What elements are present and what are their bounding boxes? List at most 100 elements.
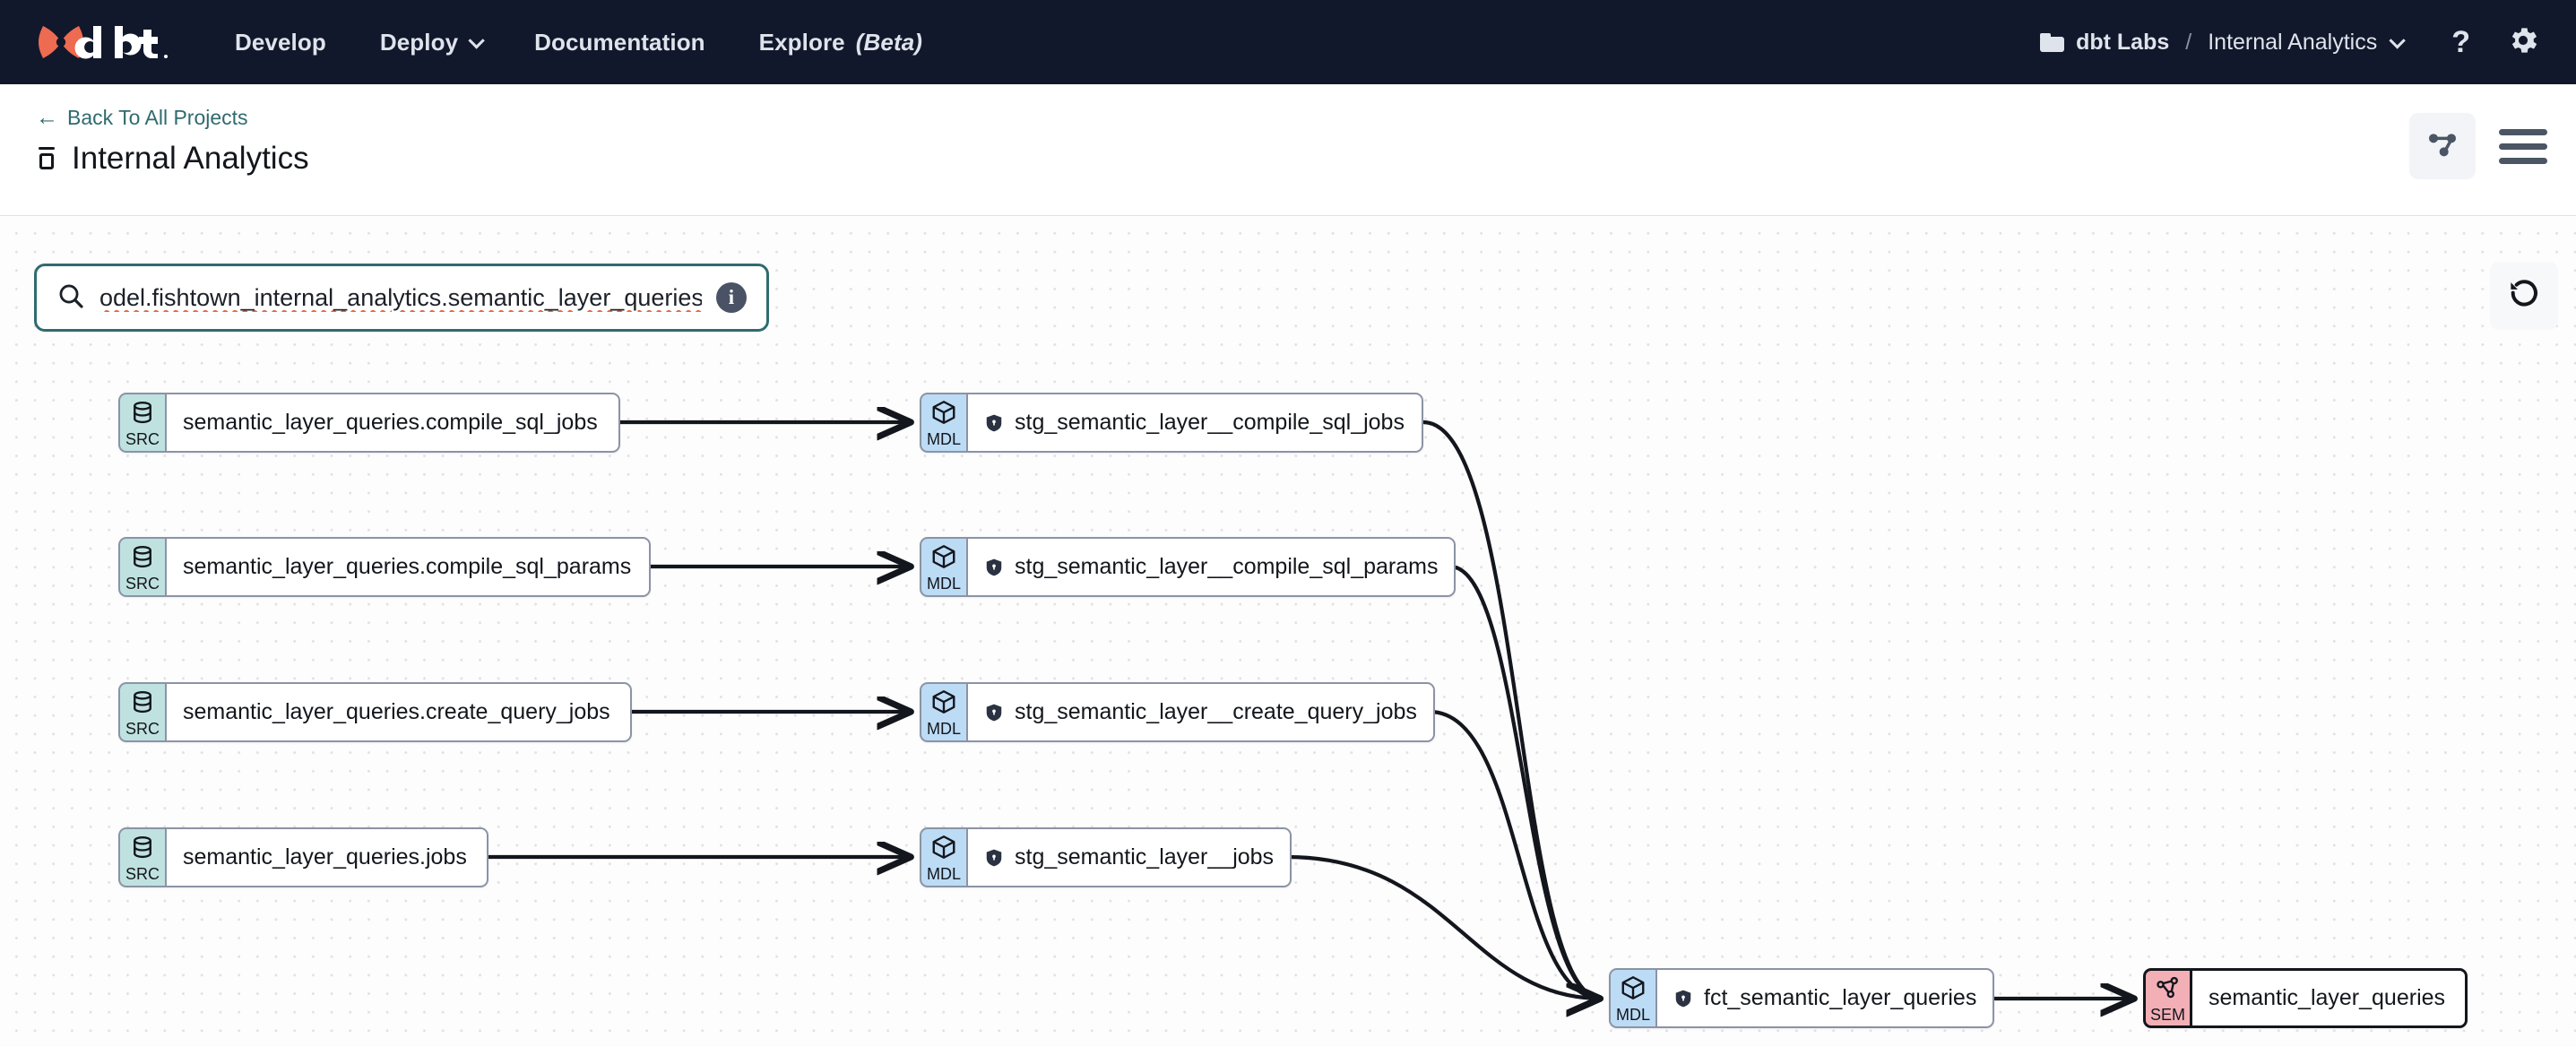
node-type-label: SRC — [125, 719, 160, 738]
help-icon[interactable]: ? — [2451, 24, 2470, 59]
dbt-logo[interactable] — [38, 21, 170, 64]
nav-link-documentation-label: Documentation — [534, 28, 705, 56]
node-type-badge-mdl: MDL — [920, 393, 966, 453]
node-body[interactable]: stg_semantic_layer__create_query_jobs — [966, 682, 1435, 742]
lineage-graph-canvas[interactable]: odel.fishtown_internal_analytics.semanti… — [0, 217, 2576, 1047]
node-label: stg_semantic_layer__compile_sql_params — [1015, 554, 1439, 579]
shield-lock-icon — [984, 412, 1004, 434]
node-body[interactable]: semantic_layer_queries.compile_sql_jobs — [165, 393, 620, 453]
node-label: semantic_layer_queries.create_query_jobs — [183, 699, 610, 724]
node-label: semantic_layer_queries.compile_sql_jobs — [183, 410, 598, 435]
database-icon — [129, 688, 156, 720]
menu-icon-line — [2499, 143, 2547, 150]
lineage-graph-icon — [2425, 126, 2460, 167]
menu-icon-line — [2499, 128, 2547, 135]
node-type-badge-mdl: MDL — [920, 682, 966, 742]
node-type-label: MDL — [926, 864, 961, 883]
reset-view-button[interactable] — [2490, 262, 2558, 330]
node-body[interactable]: semantic_layer_queries.jobs — [165, 827, 488, 887]
nav-link-explore-label: Explore — [758, 28, 845, 56]
shield-lock-icon — [1673, 988, 1693, 1009]
graph-node-mdl-stg-compile-sql-jobs[interactable]: MDL stg_semantic_layer__compile_sql_jobs — [920, 393, 1423, 453]
project-icon — [36, 147, 57, 170]
graph-node-mdl-stg-create-query-jobs[interactable]: MDL stg_semantic_layer__create_query_jobs — [920, 682, 1435, 742]
nav-link-explore-beta-tag: (Beta) — [855, 28, 923, 56]
node-type-badge-src: SRC — [118, 682, 165, 742]
graph-node-src-jobs[interactable]: SRC semantic_layer_queries.jobs — [118, 827, 488, 887]
node-type-label: MDL — [926, 429, 961, 448]
page-title: Internal Analytics — [36, 141, 309, 177]
header-actions — [2409, 113, 2547, 179]
node-type-label: SRC — [125, 574, 160, 593]
hamburger-menu-button[interactable] — [2499, 122, 2547, 170]
project-name: Internal Analytics — [2208, 29, 2378, 55]
nav-link-explore[interactable]: Explore (Beta) — [759, 29, 922, 56]
nav-link-documentation[interactable]: Documentation — [534, 29, 705, 56]
node-body[interactable]: stg_semantic_layer__compile_sql_params — [966, 537, 1457, 597]
search-box[interactable]: odel.fishtown_internal_analytics.semanti… — [34, 264, 769, 332]
page-title-text: Internal Analytics — [72, 141, 309, 176]
org-name: dbt Labs — [2076, 29, 2170, 55]
node-type-badge-mdl: MDL — [920, 537, 966, 597]
node-body[interactable]: stg_semantic_layer__compile_sql_jobs — [966, 393, 1423, 453]
nav-right-cluster: dbt Labs / Internal Analytics ? — [2040, 23, 2540, 62]
node-body[interactable]: fct_semantic_layer_queries — [1655, 968, 1995, 1028]
folder-icon — [2040, 32, 2065, 52]
node-body[interactable]: stg_semantic_layer__jobs — [966, 827, 1292, 887]
lineage-view-button[interactable] — [2409, 113, 2476, 179]
nav-link-deploy[interactable]: Deploy — [379, 28, 485, 56]
page-subheader: ← Back To All Projects Internal Analytic… — [0, 84, 2576, 216]
database-icon — [129, 834, 156, 865]
info-icon[interactable]: i — [716, 282, 747, 313]
shield-lock-icon — [984, 702, 1004, 723]
node-type-badge-mdl: MDL — [1609, 968, 1655, 1028]
cube-icon — [930, 834, 957, 865]
graph-node-src-compile-sql-params[interactable]: SRC semantic_layer_queries.compile_sql_pa… — [118, 537, 651, 597]
graph-node-mdl-stg-compile-sql-params[interactable]: MDL stg_semantic_layer__compile_sql_param… — [920, 537, 1457, 597]
top-navigation-bar: Develop Deploy Documentation Explore (Be… — [0, 0, 2576, 84]
back-to-all-projects-link[interactable]: ← Back To All Projects — [36, 106, 248, 130]
node-label: semantic_layer_queries.compile_sql_param… — [183, 554, 632, 579]
cube-icon — [930, 399, 957, 430]
graph-node-src-compile-sql-jobs[interactable]: SRC semantic_layer_queries.compile_sql_jo… — [118, 393, 620, 453]
semantic-graph-icon — [2155, 974, 2182, 1006]
database-icon — [129, 543, 156, 575]
node-label: fct_semantic_layer_queries — [1704, 985, 1977, 1010]
node-type-label: SRC — [125, 864, 160, 883]
node-label: stg_semantic_layer__compile_sql_jobs — [1015, 410, 1405, 435]
node-label: stg_semantic_layer__create_query_jobs — [1015, 699, 1417, 724]
search-icon — [56, 281, 85, 315]
org-breadcrumb[interactable]: dbt Labs — [2040, 30, 2169, 56]
main-nav-links: Develop Deploy Documentation Explore (Be… — [235, 29, 922, 56]
node-body[interactable]: semantic_layer_queries — [2190, 968, 2468, 1028]
database-icon — [129, 399, 156, 430]
node-type-badge-mdl: MDL — [920, 827, 966, 887]
shield-lock-icon — [984, 557, 1004, 578]
menu-icon-line — [2499, 157, 2547, 164]
project-selector[interactable]: Internal Analytics — [2208, 29, 2407, 56]
node-label: semantic_layer_queries.jobs — [183, 844, 467, 870]
nav-link-develop[interactable]: Develop — [235, 29, 326, 56]
cube-icon — [930, 688, 957, 720]
graph-node-mdl-stg-jobs[interactable]: MDL stg_semantic_layer__jobs — [920, 827, 1292, 887]
shield-lock-icon — [984, 847, 1004, 869]
node-type-badge-src: SRC — [118, 537, 165, 597]
node-body[interactable]: semantic_layer_queries.compile_sql_param… — [165, 537, 651, 597]
chevron-down-icon — [2389, 31, 2407, 49]
breadcrumb-separator: / — [2185, 29, 2192, 55]
arrow-left-icon: ← — [36, 105, 58, 130]
node-type-badge-src: SRC — [118, 393, 165, 453]
back-link-label: Back To All Projects — [67, 106, 248, 129]
search-input[interactable]: odel.fishtown_internal_analytics.semanti… — [99, 283, 702, 311]
chevron-down-icon — [468, 31, 485, 49]
node-type-label: MDL — [1615, 1005, 1650, 1024]
nav-link-deploy-label: Deploy — [379, 28, 459, 56]
nav-link-develop-label: Develop — [235, 28, 326, 56]
node-body[interactable]: semantic_layer_queries.create_query_jobs — [165, 682, 632, 742]
node-type-label: MDL — [926, 719, 961, 738]
cube-icon — [1620, 974, 1647, 1006]
graph-node-src-create-query-jobs[interactable]: SRC semantic_layer_queries.create_query_j… — [118, 682, 632, 742]
gear-icon[interactable] — [2506, 23, 2540, 62]
graph-node-mdl-fct-semantic-layer-queries[interactable]: MDL fct_semantic_layer_queries — [1609, 968, 1995, 1028]
